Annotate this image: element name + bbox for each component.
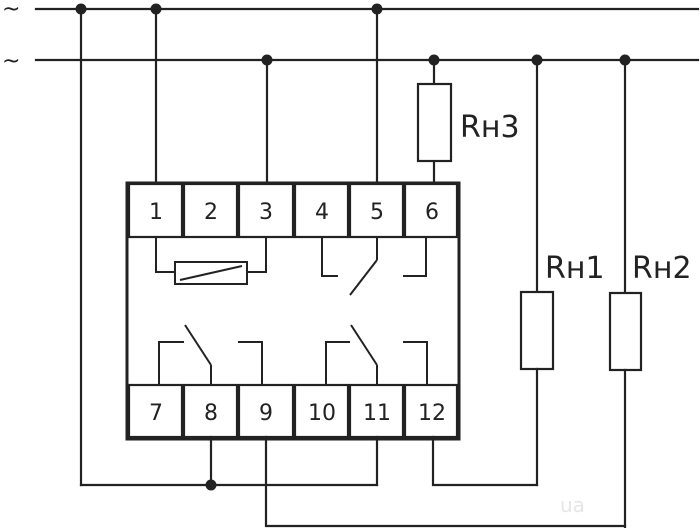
terminal-cell (127, 383, 184, 439)
coil-slash (179, 265, 243, 281)
contact-fixed-6 (403, 237, 427, 277)
contact-group-right (325, 324, 428, 385)
terminal-label: 6 (425, 200, 439, 225)
label-rh3: Rн3 (460, 110, 520, 145)
terminal-cell (127, 182, 184, 239)
terminal-label: 12 (418, 401, 446, 426)
terminal-label: 1 (149, 200, 163, 225)
terminal-label: 5 (370, 200, 384, 225)
terminal-cell (403, 182, 459, 239)
contact-fixed-9 (238, 341, 263, 385)
wire-terminal-9-to-rh2 (264, 435, 627, 528)
coil-lead-right (247, 237, 267, 273)
contact-group-top (321, 237, 427, 296)
watermark-logo: ua (560, 493, 585, 517)
terminal-cell (293, 383, 350, 439)
terminal-cell (348, 383, 405, 439)
resistor-rh1 (519, 290, 555, 371)
resistor-rh2 (608, 291, 643, 372)
terminal-label: 11 (363, 401, 391, 426)
terminal-label: 8 (204, 401, 218, 426)
contact-fixed-4 (321, 237, 338, 277)
coil-lead-left (155, 237, 175, 273)
supply-line-1-symbol: ~ (2, 0, 20, 22)
contact-blade-5 (349, 259, 378, 296)
contact-blade-8 (184, 324, 212, 366)
terminal-label: 9 (259, 401, 273, 426)
coil-body (174, 261, 248, 285)
contact-fixed-7 (158, 341, 184, 385)
terminal-label: 10 (308, 401, 336, 426)
contact-fixed-12 (403, 341, 428, 385)
label-rh1: Rн1 (545, 251, 605, 286)
resistor-rh3 (416, 82, 453, 163)
terminal-cell (237, 383, 295, 439)
supply-line-2-symbol: ~ (2, 49, 20, 74)
contact-blade-11 (350, 324, 378, 366)
bottom-terminal-row: 7 8 9 10 11 12 (127, 383, 459, 439)
terminal-label: 2 (204, 200, 218, 225)
terminal-cell (182, 182, 239, 239)
terminal-label: 4 (315, 200, 329, 225)
terminal-cell (403, 383, 459, 439)
contact-group-left (158, 324, 263, 385)
relay-coil (155, 237, 267, 285)
label-rh2: Rн2 (632, 251, 692, 286)
terminal-label: 7 (149, 401, 163, 426)
wire-terminal-12-to-rh1 (431, 435, 539, 487)
top-terminal-row: 1 2 3 4 5 6 (127, 182, 459, 239)
terminal-cell (182, 383, 239, 439)
contact-fixed-10 (325, 341, 350, 385)
junction-dot (205, 479, 217, 491)
terminal-label: 3 (259, 200, 273, 225)
